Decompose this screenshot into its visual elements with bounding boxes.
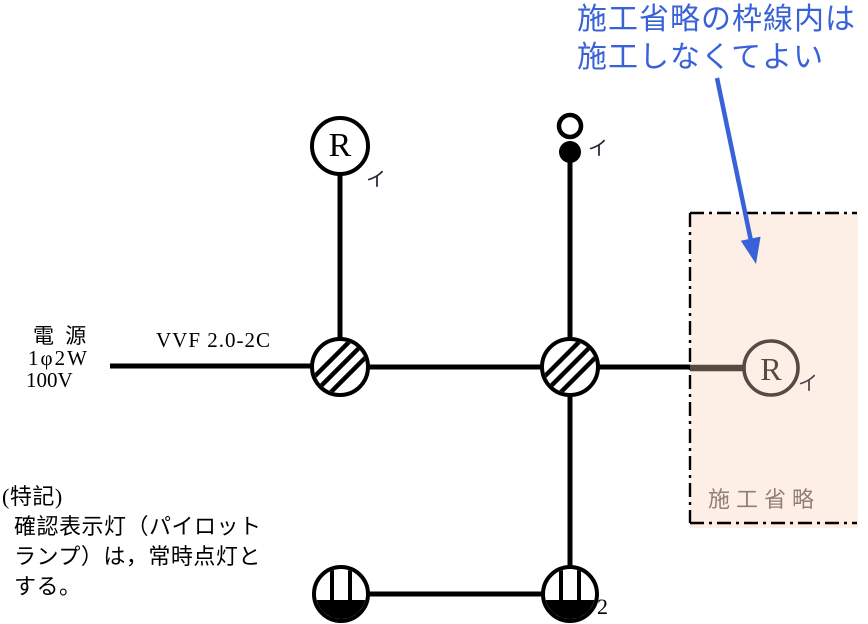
special-note-line2: 確認表示灯（パイロット [14,514,262,539]
wires [110,157,690,597]
omission-zone-label: 施工省略 [708,487,821,512]
lamp-receptacle-omitted-icon [742,339,800,397]
special-note-line3: ランプ）は，常時点灯と [14,544,261,569]
special-note-title: (特記) [2,484,63,509]
ceiling-rosette-icon [556,112,584,163]
wall-outlet-right-icon [541,565,599,623]
annotation-arrow [714,77,761,264]
lamp-omitted-letter: R [760,351,782,387]
ceiling-rosette-circuit: イ [588,138,608,160]
special-note-line4: する。 [14,574,82,599]
wall-outlet-left-icon [312,565,370,623]
lamp-receptacle-letter: R [328,127,352,164]
power-source-voltage: 100V [26,368,73,392]
power-source-label: 電 源 1φ2W 100V [26,325,89,391]
cable-type-label: VVF 2.0-2C [156,328,272,352]
outlet-count-label: 2 [597,594,608,619]
lamp-receptacle-circuit: イ [366,169,386,191]
power-source-name: 電 源 [33,324,90,348]
junction-box-2-icon [540,337,600,397]
special-note: (特記) 確認表示灯（パイロット ランプ）は，常時点灯と する。 [2,482,262,602]
omission-annotation-line2: 施工しなくてよい [577,41,825,74]
junction-box-1-icon [310,337,370,397]
lamp-receptacle-icon [310,116,370,176]
power-source-phase: 1φ2W [28,346,89,370]
lamp-omitted-circuit: イ [798,373,818,395]
omission-annotation-line1: 施工省略の枠線内は [577,3,856,36]
omission-annotation: 施工省略の枠線内は 施工しなくてよい [577,1,856,77]
